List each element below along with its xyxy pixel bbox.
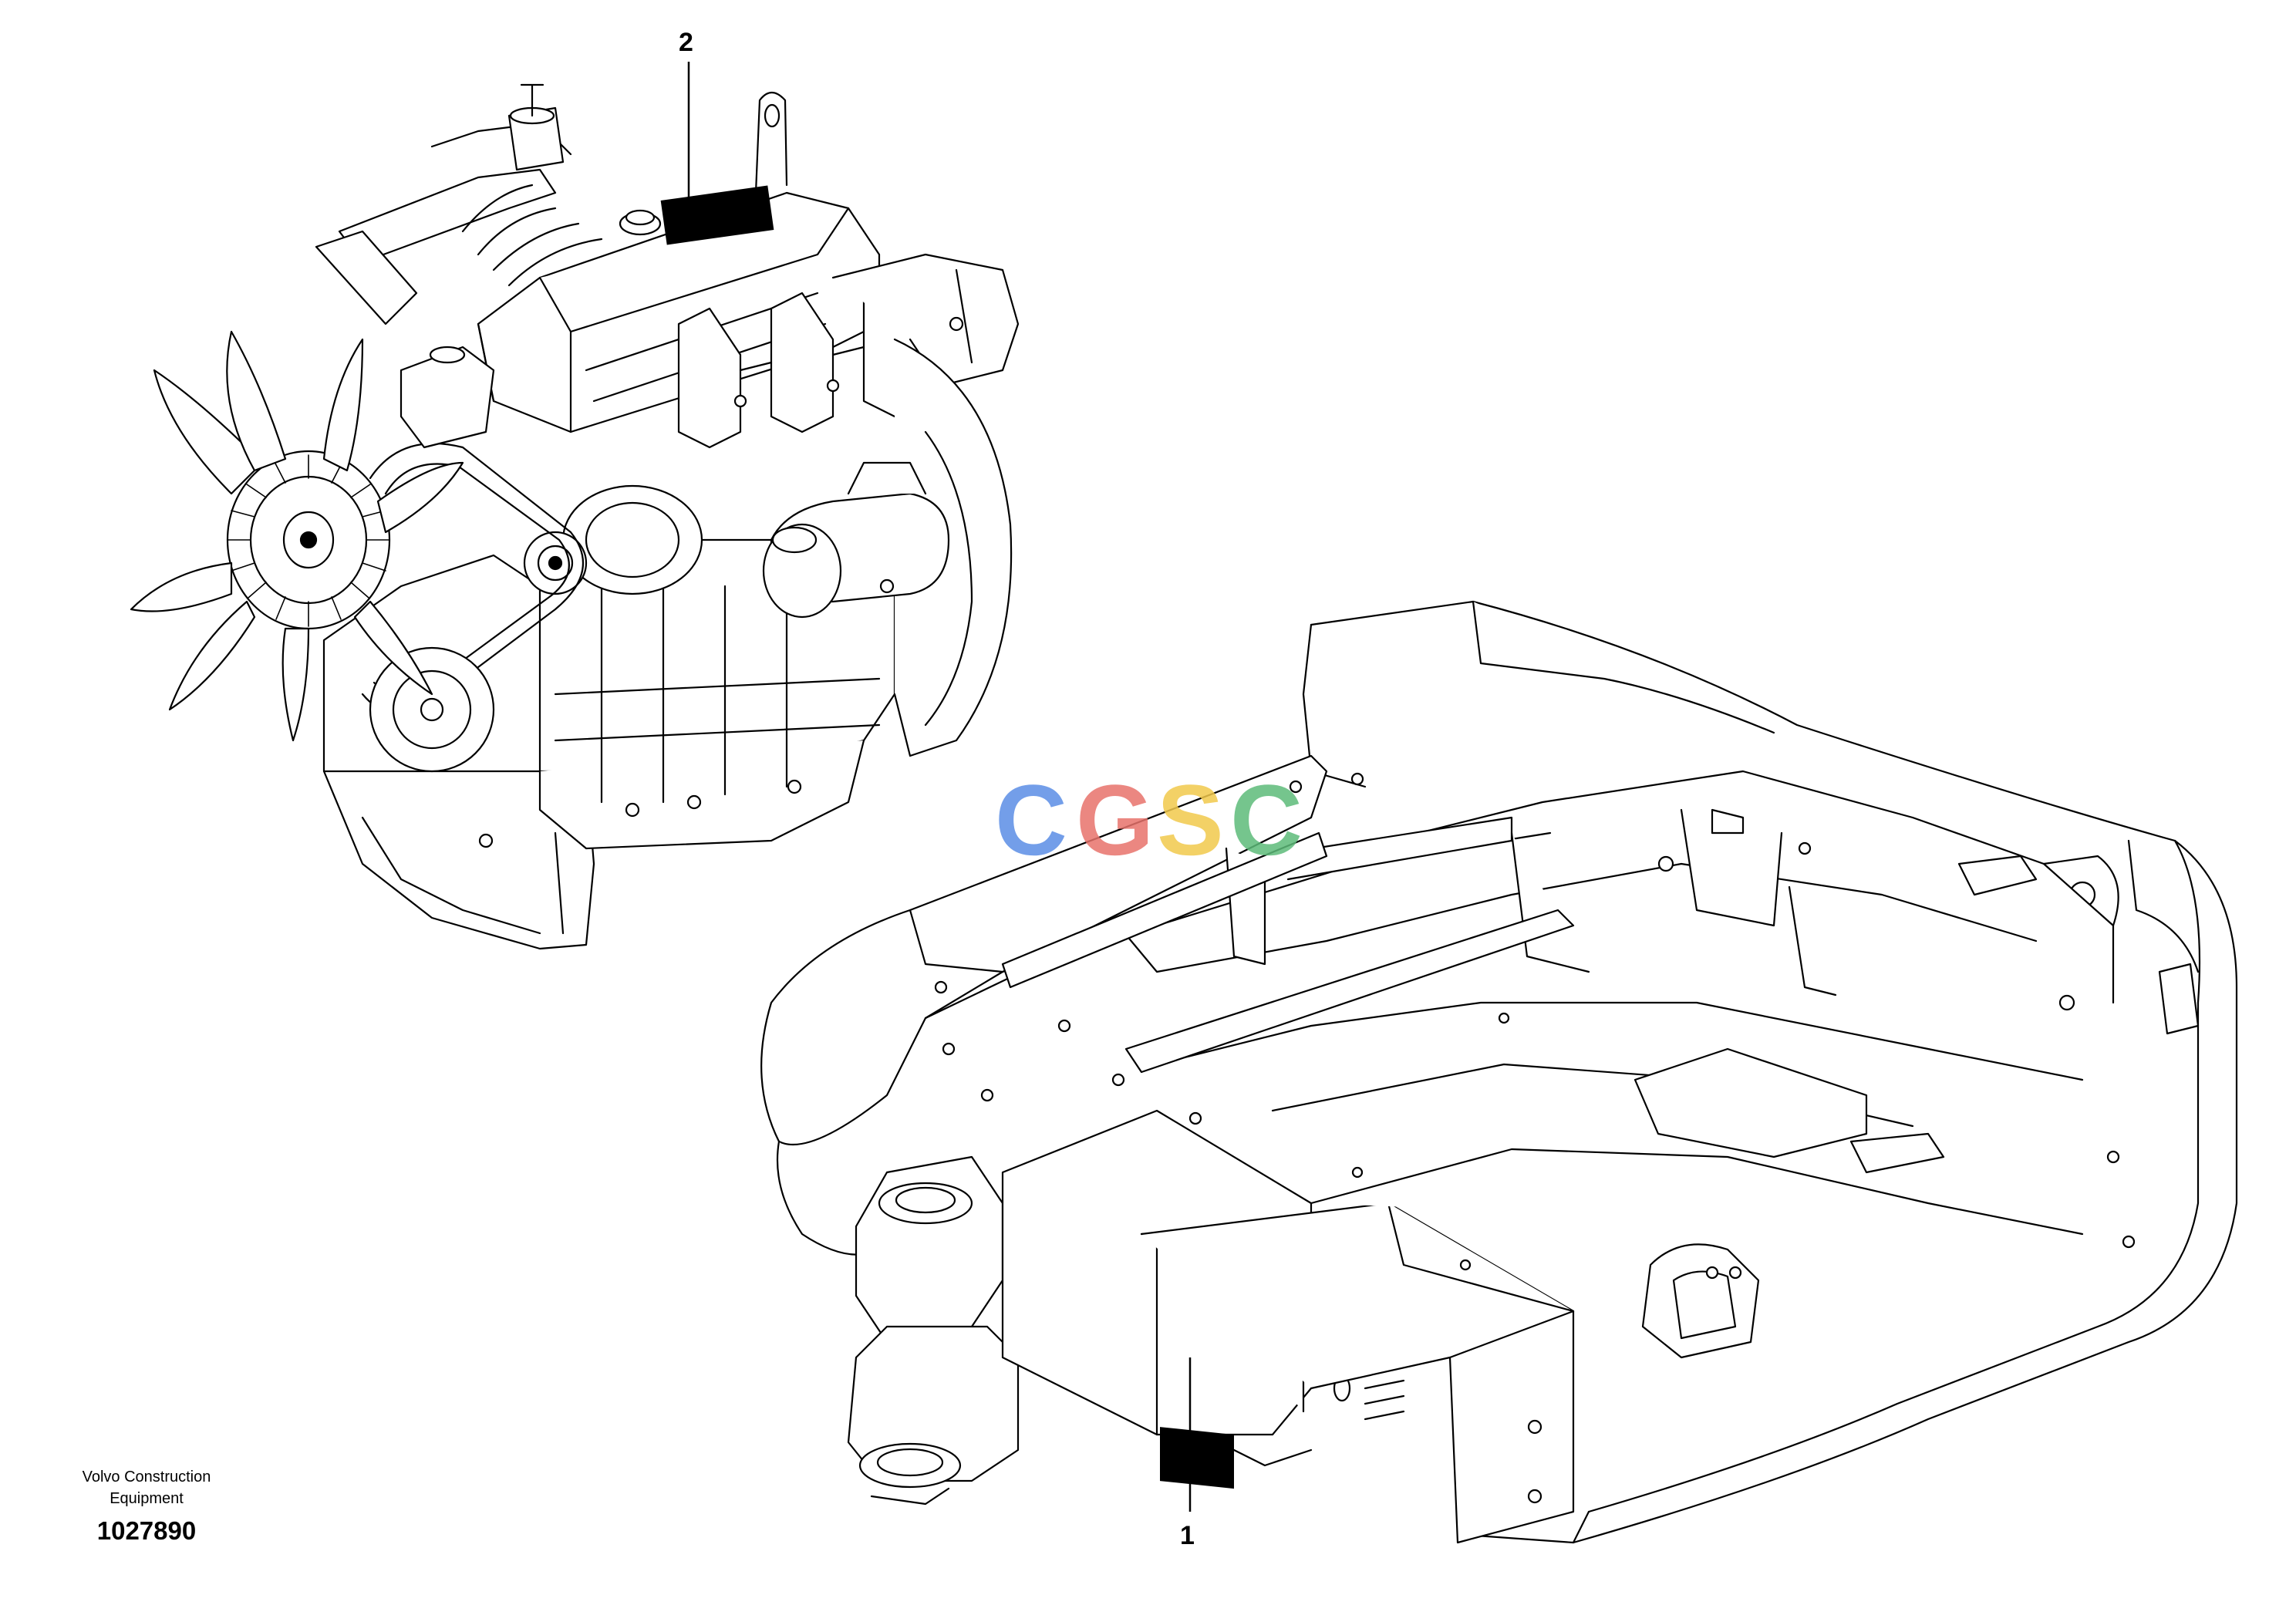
callout-label-2: 2 bbox=[679, 28, 693, 57]
watermark-letter-2: G bbox=[1076, 764, 1154, 872]
document-number: 1027890 bbox=[96, 1516, 197, 1545]
watermark-letter-4: C bbox=[1230, 764, 1303, 872]
frame-decal bbox=[1160, 1427, 1234, 1489]
callout-label-1: 1 bbox=[1180, 1521, 1195, 1550]
manufacturer-name-line-1: Volvo Construction bbox=[82, 1469, 211, 1485]
watermark-letter-3: S bbox=[1157, 764, 1224, 872]
manufacturer-name-line-2: Equipment bbox=[110, 1490, 184, 1507]
upper-frame-assembly bbox=[760, 600, 2238, 1544]
cgsc-watermark-letters: C G S C bbox=[995, 764, 1303, 876]
cgsc-watermark: C G S C bbox=[995, 764, 1319, 876]
engine-assembly bbox=[130, 83, 1020, 950]
watermark-letter-1: C bbox=[995, 764, 1067, 872]
